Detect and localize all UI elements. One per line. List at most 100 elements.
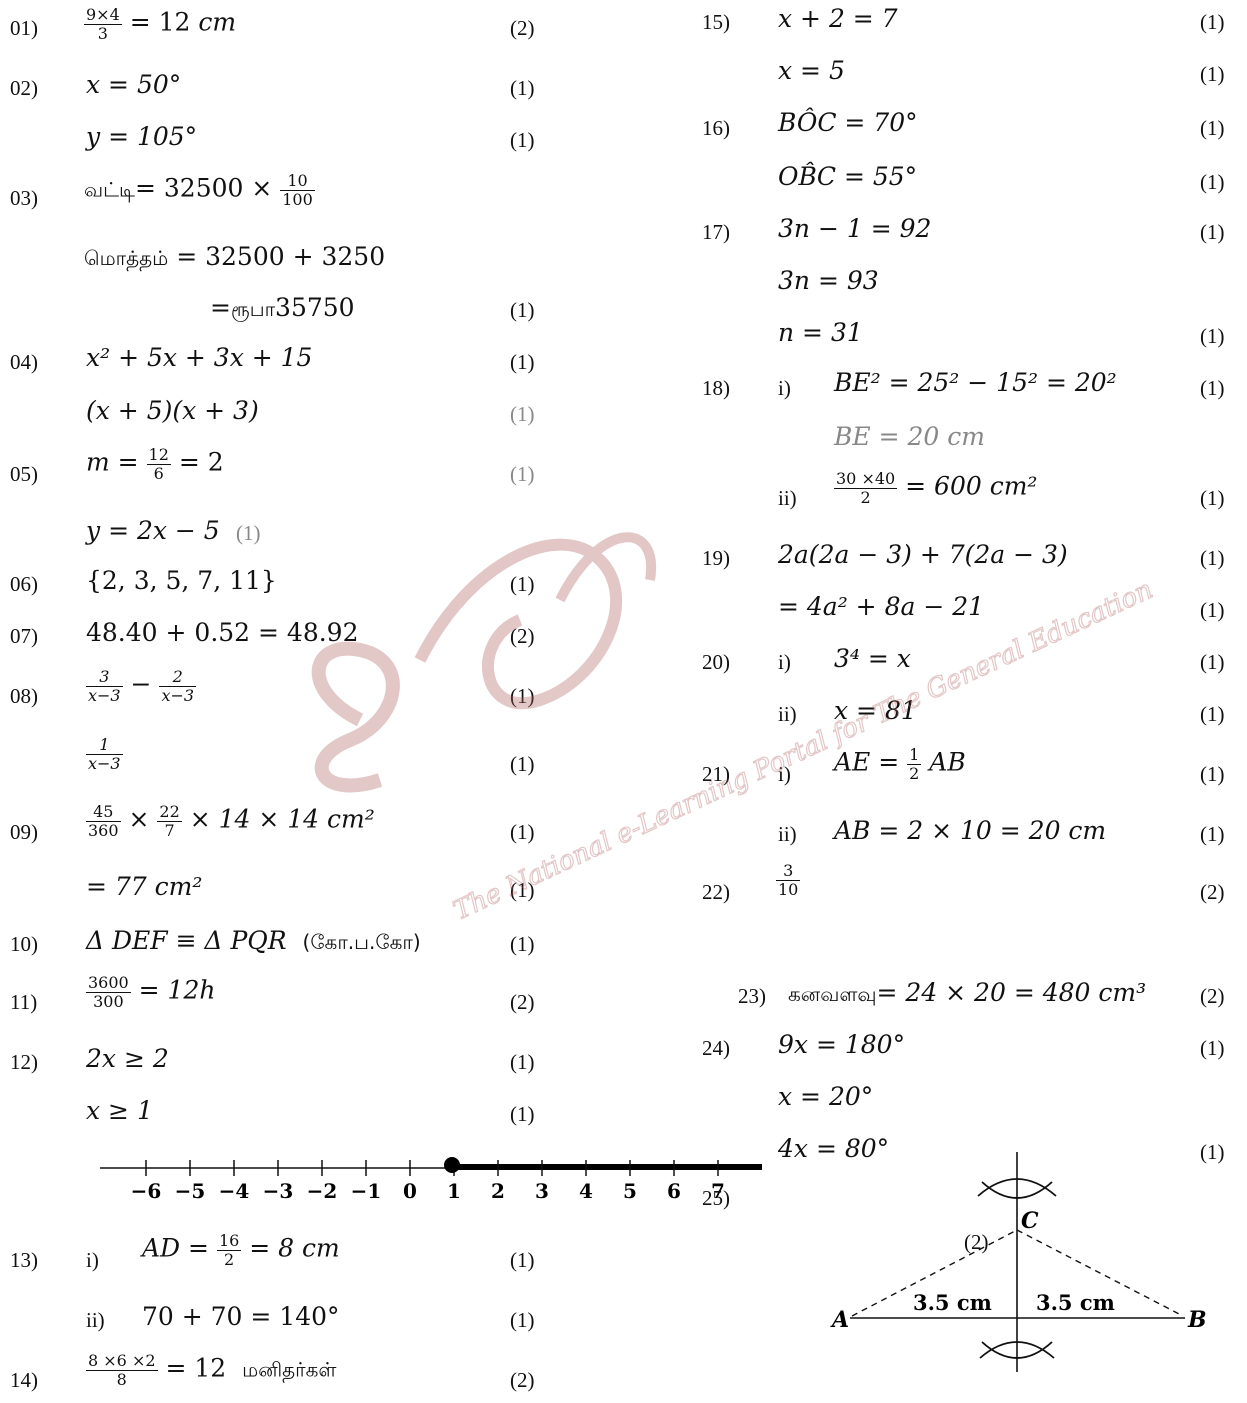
answer-17-line2: 3n = 93 [778,266,879,295]
mark-19-2: (1) [1200,598,1225,622]
mark-19-1: (1) [1200,546,1225,570]
answer-03-line2: மொத்தம் = 32500 + 3250 [84,242,386,271]
answer-21-line2: AB = 2 × 10 = 20 cm [834,816,1107,845]
answer-24-line2: x = 20° [778,1082,874,1111]
question-number-10: 10) [10,932,38,956]
mark-08-1: (1) [510,684,535,708]
question-number-17: 17) [702,220,730,244]
number-line-label: 2 [491,1179,505,1203]
question-number-05: 05) [10,462,38,486]
mark-18-1: (1) [1200,376,1225,400]
answer-03-line3: =ரூபா35750 [210,293,355,322]
answer-16-line2: OB̂C = 55° [778,162,918,191]
solution-start-point [444,1157,460,1173]
dashed-cb [1016,1229,1184,1317]
question-number-07: 07) [10,624,38,648]
answer-20-line2: x = 81 [834,696,917,725]
question-number-15: 15) [702,10,730,34]
answer-09-line2: = 77 cm² [86,872,203,901]
number-line-label: 7 [711,1179,725,1203]
mark-21-2: (1) [1200,822,1225,846]
question-number-01: 01) [10,16,38,40]
mark-08-2: (1) [510,752,535,776]
answer-02-line2: y = 105° [86,122,198,151]
mark-24-3: (1) [1200,1140,1225,1164]
length-db-label: 3.5 cm [1036,1290,1115,1315]
lower-arc-2 [979,1341,1055,1359]
number-line-label: −2 [307,1179,338,1203]
mark-17-3: (1) [1200,324,1225,348]
answer-18-line2: BE = 20 cm [834,422,985,451]
answer-17-line1: 3n − 1 = 92 [778,214,932,243]
mark-23: (2) [1200,984,1225,1008]
mark-12-1: (1) [510,1050,535,1074]
mark-10: (1) [510,932,535,956]
mark-21-1: (1) [1200,762,1225,786]
mark-15-1: (1) [1200,10,1225,34]
mark-02-1: (1) [510,76,535,100]
question-number-14: 14) [10,1368,38,1392]
mark-13-1: (1) [510,1248,535,1272]
mark-20-1: (1) [1200,650,1225,674]
part-13-ii: ii) [86,1308,105,1332]
point-a-label: A [830,1307,849,1333]
number-line-label: −3 [263,1179,294,1203]
mark-17-1: (1) [1200,220,1225,244]
question-number-06: 06) [10,572,38,596]
point-c-label: C [1021,1208,1039,1234]
number-line-label: 0 [403,1179,417,1203]
number-line-label: 6 [667,1179,681,1203]
mark-06: (1) [510,572,535,596]
question-number-16: 16) [702,116,730,140]
question-number-25: 25) [702,1186,730,1210]
mark-02-2: (1) [510,128,535,152]
mark-11: (2) [510,990,535,1014]
part-20-i: i) [778,650,791,674]
question-number-24: 24) [702,1036,730,1060]
answer-15-line1: x + 2 = 7 [778,4,898,33]
question-number-09: 09) [10,820,38,844]
mark-01: (2) [510,16,535,40]
question-number-20: 20) [702,650,730,674]
upper-arc-2 [981,1181,1053,1199]
answer-15-line2: x = 5 [778,56,845,85]
question-number-03: 03) [10,186,38,210]
part-13-i: i) [86,1248,99,1272]
question-number-11: 11) [10,990,38,1014]
answer-17-line3: n = 31 [778,318,863,347]
mark-05-1: (1) [510,462,535,486]
part-21-i: i) [778,762,791,786]
question-number-21: 21) [702,762,730,786]
answer-04-line2: (x + 5)(x + 3) [86,396,259,425]
mark-05-2: (1) [236,521,261,545]
mark-04-1: (1) [510,350,535,374]
part-18-ii: ii) [778,486,797,510]
mark-09-2: (1) [510,878,535,902]
answer-20-line1: 3⁴ = x [834,644,911,673]
mark-12-2: (1) [510,1102,535,1126]
answer-24-line3: 4x = 80° [778,1134,890,1163]
question-number-04: 04) [10,350,38,374]
answer-19-line2: = 4a² + 8a − 21 [778,592,985,621]
mark-07: (2) [510,624,535,648]
question-number-12: 12) [10,1050,38,1074]
answer-19-line1: 2a(2a − 3) + 7(2a − 3) [778,540,1068,569]
mark-13-2: (1) [510,1308,535,1332]
lower-arc-1 [981,1341,1053,1359]
answer-12-line2: x ≥ 1 [86,1096,153,1125]
question-number-23: 23) [738,984,766,1008]
mark-24-1: (1) [1200,1036,1225,1060]
